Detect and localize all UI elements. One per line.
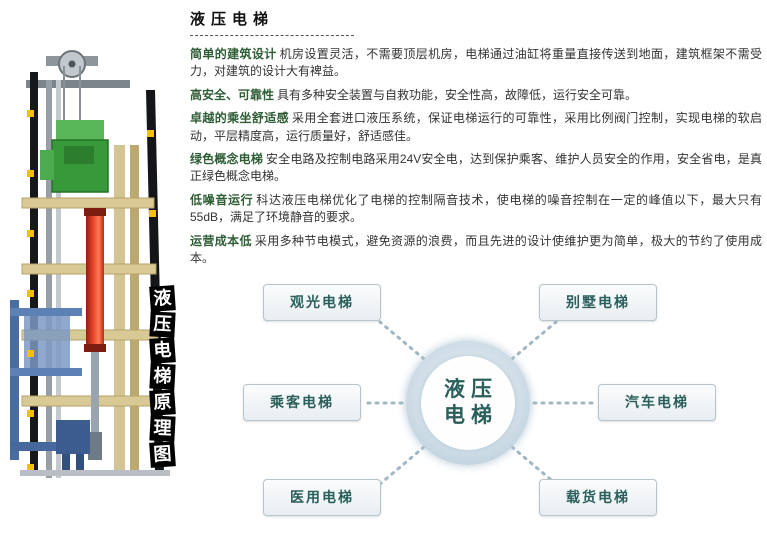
diagram-center-circle: 液压 电梯 <box>406 341 530 465</box>
diagram-center-label: 液压 电梯 <box>421 356 515 450</box>
caption-char: 原 <box>149 389 176 416</box>
node-freight-elevator: 载货电梯 <box>539 479 657 516</box>
illustration-caption: 液 压 电 梯 原 理 图 <box>149 285 176 468</box>
feature-lead: 卓越的乘坐舒适感 <box>190 111 290 126</box>
caption-char: 理 <box>149 415 176 442</box>
caption-char: 压 <box>149 311 176 338</box>
elevator-diagram-image <box>10 50 170 478</box>
feature-text: 机房设置灵活，不需要顶层机房，电梯通过油缸将重量直接传送到地面，建筑框架不需受力… <box>190 47 762 79</box>
feature-list: 简单的建筑设计机房设置灵活，不需要顶层机房，电梯通过油缸将重量直接传送到地面，建… <box>190 46 762 267</box>
node-passenger-elevator: 乘客电梯 <box>243 384 361 421</box>
feature-item: 简单的建筑设计机房设置灵活，不需要顶层机房，电梯通过油缸将重量直接传送到地面，建… <box>190 46 762 81</box>
caption-char: 梯 <box>149 363 176 390</box>
feature-lead: 简单的建筑设计 <box>190 47 277 61</box>
feature-text: 科达液压电梯优化了电梯的控制隔音技术，使电梯的噪音控制在一定的峰值以下，最大只有… <box>190 192 762 225</box>
feature-text: 安全电路及控制电路采用24V安全电，达到保护乘客、维护人员安全的作用，安全省电，… <box>190 151 762 184</box>
feature-text: 采用全套进口液压系统，保证电梯运行的可靠性，采用比例阀门控制，实现电梯的软启动，… <box>190 111 762 143</box>
feature-item: 绿色概念电梯安全电路及控制电路采用24V安全电，达到保护乘客、维护人员安全的作用… <box>190 151 762 186</box>
feature-text: 具有多种安全装置与自救功能，安全性高，故障低，运行安全可靠。 <box>277 87 638 102</box>
feature-item: 高安全、可靠性具有多种安全装置与自救功能，安全性高，故障低，运行安全可靠。 <box>190 87 762 104</box>
feature-lead: 高安全、可靠性 <box>190 87 275 102</box>
caption-char: 液 <box>149 285 176 312</box>
caption-char: 图 <box>149 441 176 468</box>
node-sightseeing-elevator: 观光电梯 <box>263 284 381 321</box>
feature-item: 运营成本低采用多种节电模式，避免资源的浪费，而且先进的设计使维护更为简单，极大的… <box>190 233 762 268</box>
feature-lead: 低噪音运行 <box>190 192 254 207</box>
center-label-line2: 电梯 <box>444 404 498 427</box>
node-automobile-elevator: 汽车电梯 <box>598 384 716 421</box>
caption-char: 电 <box>149 337 176 364</box>
feature-item: 卓越的乘坐舒适感采用全套进口液压系统，保证电梯运行的可靠性，采用比例阀门控制，实… <box>190 110 762 145</box>
feature-lead: 绿色概念电梯 <box>190 151 264 166</box>
feature-item: 低噪音运行科达液压电梯优化了电梯的控制隔音技术，使电梯的噪音控制在一定的峰值以下… <box>190 192 762 227</box>
description-section: 液压电梯 简单的建筑设计机房设置灵活，不需要顶层机房，电梯通过油缸将重量直接传送… <box>190 8 762 273</box>
center-label-line1: 液压 <box>444 377 498 401</box>
feature-lead: 运营成本低 <box>190 233 252 248</box>
feature-text: 采用多种节电模式，避免资源的浪费，而且先进的设计使维护更为简单，极大的节约了使用… <box>190 233 762 265</box>
node-villa-elevator: 别墅电梯 <box>539 284 657 321</box>
elevator-illustration <box>6 50 186 538</box>
node-medical-elevator: 医用电梯 <box>263 479 381 516</box>
page-title: 液压电梯 <box>190 8 355 36</box>
